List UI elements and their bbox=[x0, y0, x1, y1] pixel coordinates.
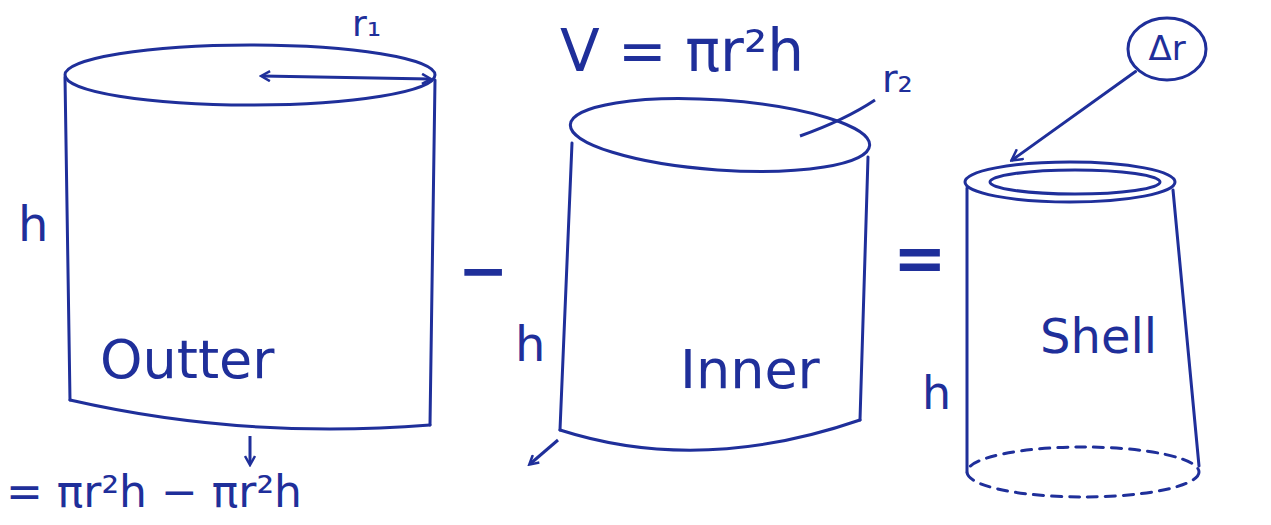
height-label: h bbox=[922, 370, 951, 416]
equals-sign: = bbox=[893, 226, 947, 290]
inner-cylinder-outline bbox=[550, 95, 880, 475]
down-arrow bbox=[249, 436, 252, 464]
minus-sign: − bbox=[458, 240, 508, 300]
callout-arrow bbox=[1012, 72, 1135, 160]
node-text: Outter bbox=[100, 330, 275, 389]
node-text: Inner bbox=[680, 340, 820, 399]
shell-formula: = πr²h − πr²h bbox=[6, 470, 302, 514]
node-text: Shell bbox=[1040, 310, 1157, 363]
down-arrow bbox=[530, 440, 558, 464]
inner-cylinder: Inner bbox=[550, 95, 880, 475]
outer-cylinder: Outter bbox=[55, 40, 445, 435]
volume-formula: V = πr²h bbox=[560, 22, 804, 80]
leader-line bbox=[800, 100, 875, 136]
radius-arrow bbox=[262, 76, 430, 79]
callout-circle: Δr bbox=[1125, 15, 1209, 83]
height-label: h bbox=[515, 320, 545, 368]
shell-cylinder: Shell bbox=[955, 160, 1215, 510]
height-label: h bbox=[18, 200, 48, 248]
node-text: Δr bbox=[1148, 30, 1185, 67]
radius-label: r₁ bbox=[352, 6, 381, 42]
radius-label: r₂ bbox=[882, 60, 913, 98]
